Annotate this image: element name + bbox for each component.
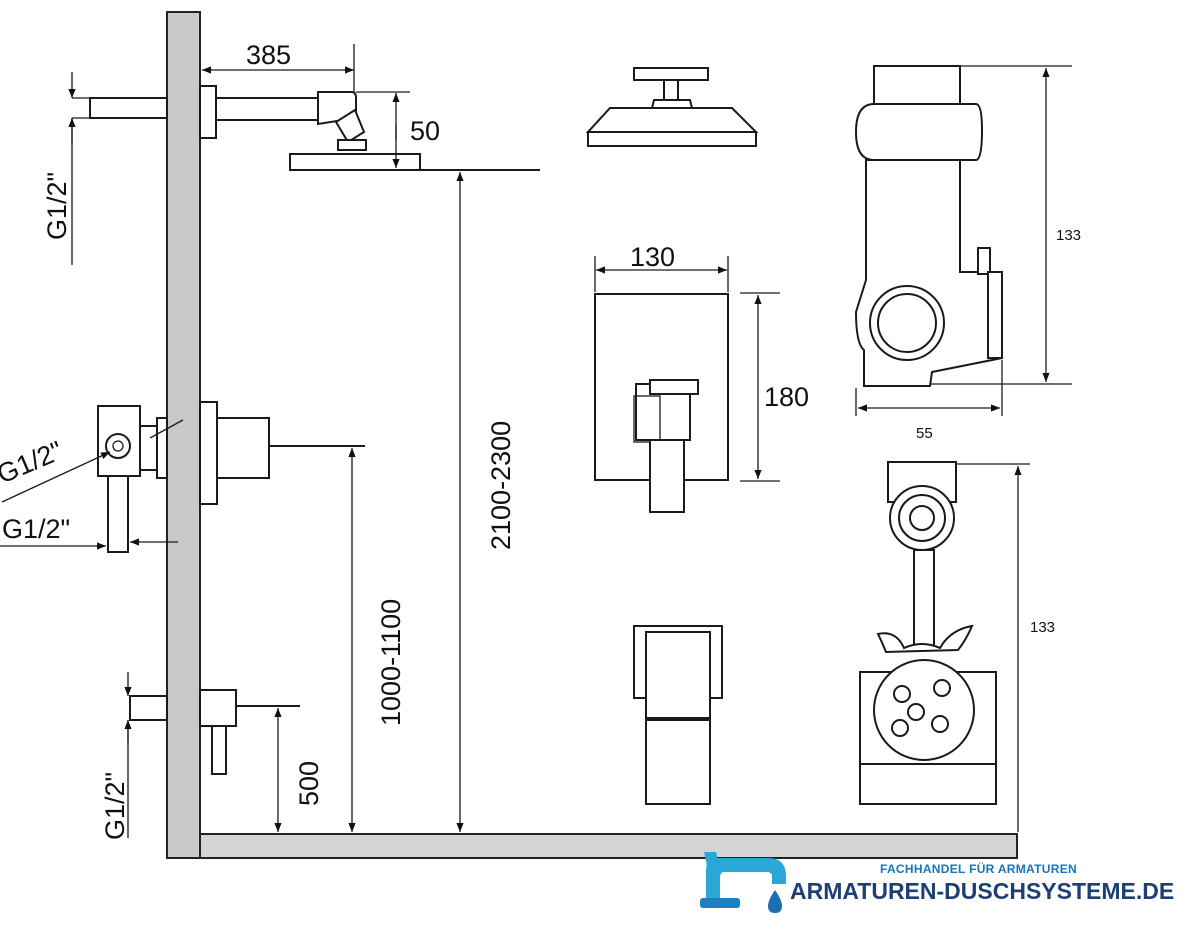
spout-inlet-thread-label: G1/2": [100, 772, 130, 840]
plate-width-dim: 130: [594, 242, 729, 292]
body-height-top-dim: 133: [1042, 68, 1081, 382]
spout-height-label: 500: [294, 761, 324, 806]
brand-name: ARMATUREN-DUSCHSYSTEME.DE: [790, 878, 1174, 904]
shower-inlet-thread-label: G1/2": [42, 172, 72, 240]
mixer-inlet-thread-dim: G1/2": [0, 435, 111, 503]
mixer-height-dim: 1000-1100: [270, 445, 406, 832]
body-height-bottom-dim: 133: [1014, 466, 1055, 832]
water-drop-icon: [768, 890, 782, 913]
arm-length-label: 385: [246, 40, 291, 70]
head-drop-dim: 50: [356, 91, 540, 171]
arm-length-dim: 385: [202, 40, 355, 92]
shower-arm: [89, 85, 421, 171]
mixer-height-label: 1000-1100: [376, 599, 406, 726]
floor-section: [199, 833, 1018, 859]
head-height-dim: 2100-2300: [456, 172, 516, 832]
shower-inlet-thread-dim: G1/2": [42, 72, 90, 265]
wall-mixer: [97, 401, 270, 553]
plate-height-dim: 180: [740, 292, 809, 482]
mixer-plate-view: [594, 293, 729, 513]
head-height-label: 2100-2300: [486, 421, 516, 550]
valve-body-front-view: [859, 461, 1030, 805]
mixer-outlet-thread-label: G1/2": [2, 514, 70, 544]
spout-front-view: [633, 625, 723, 805]
head-drop-label: 50: [410, 116, 440, 146]
spout-height-dim: 500: [274, 708, 324, 832]
mixer-outlet-thread-dim: G1/2": [0, 514, 178, 550]
brand-tagline: FACHHANDEL FÜR ARMATUREN: [880, 861, 1077, 876]
mixer-inlet-thread-label: G1/2": [0, 435, 67, 489]
shower-head-view: [585, 67, 759, 147]
valve-body-side-view: [854, 65, 1072, 387]
wall-section: [166, 11, 201, 859]
body-height-top-label: 133: [1056, 227, 1081, 244]
brand-logo: FACHHANDEL FÜR ARMATUREN ARMATUREN-DUSCH…: [700, 852, 1174, 913]
spout-inlet-thread-dim: G1/2": [100, 672, 132, 840]
body-height-bottom-label: 133: [1030, 619, 1055, 636]
wall-spout: [129, 689, 300, 775]
plate-height-label: 180: [764, 382, 809, 412]
body-depth-label: 55: [916, 425, 933, 442]
plate-width-label: 130: [630, 242, 675, 272]
body-depth-dim: 55: [855, 360, 1003, 442]
